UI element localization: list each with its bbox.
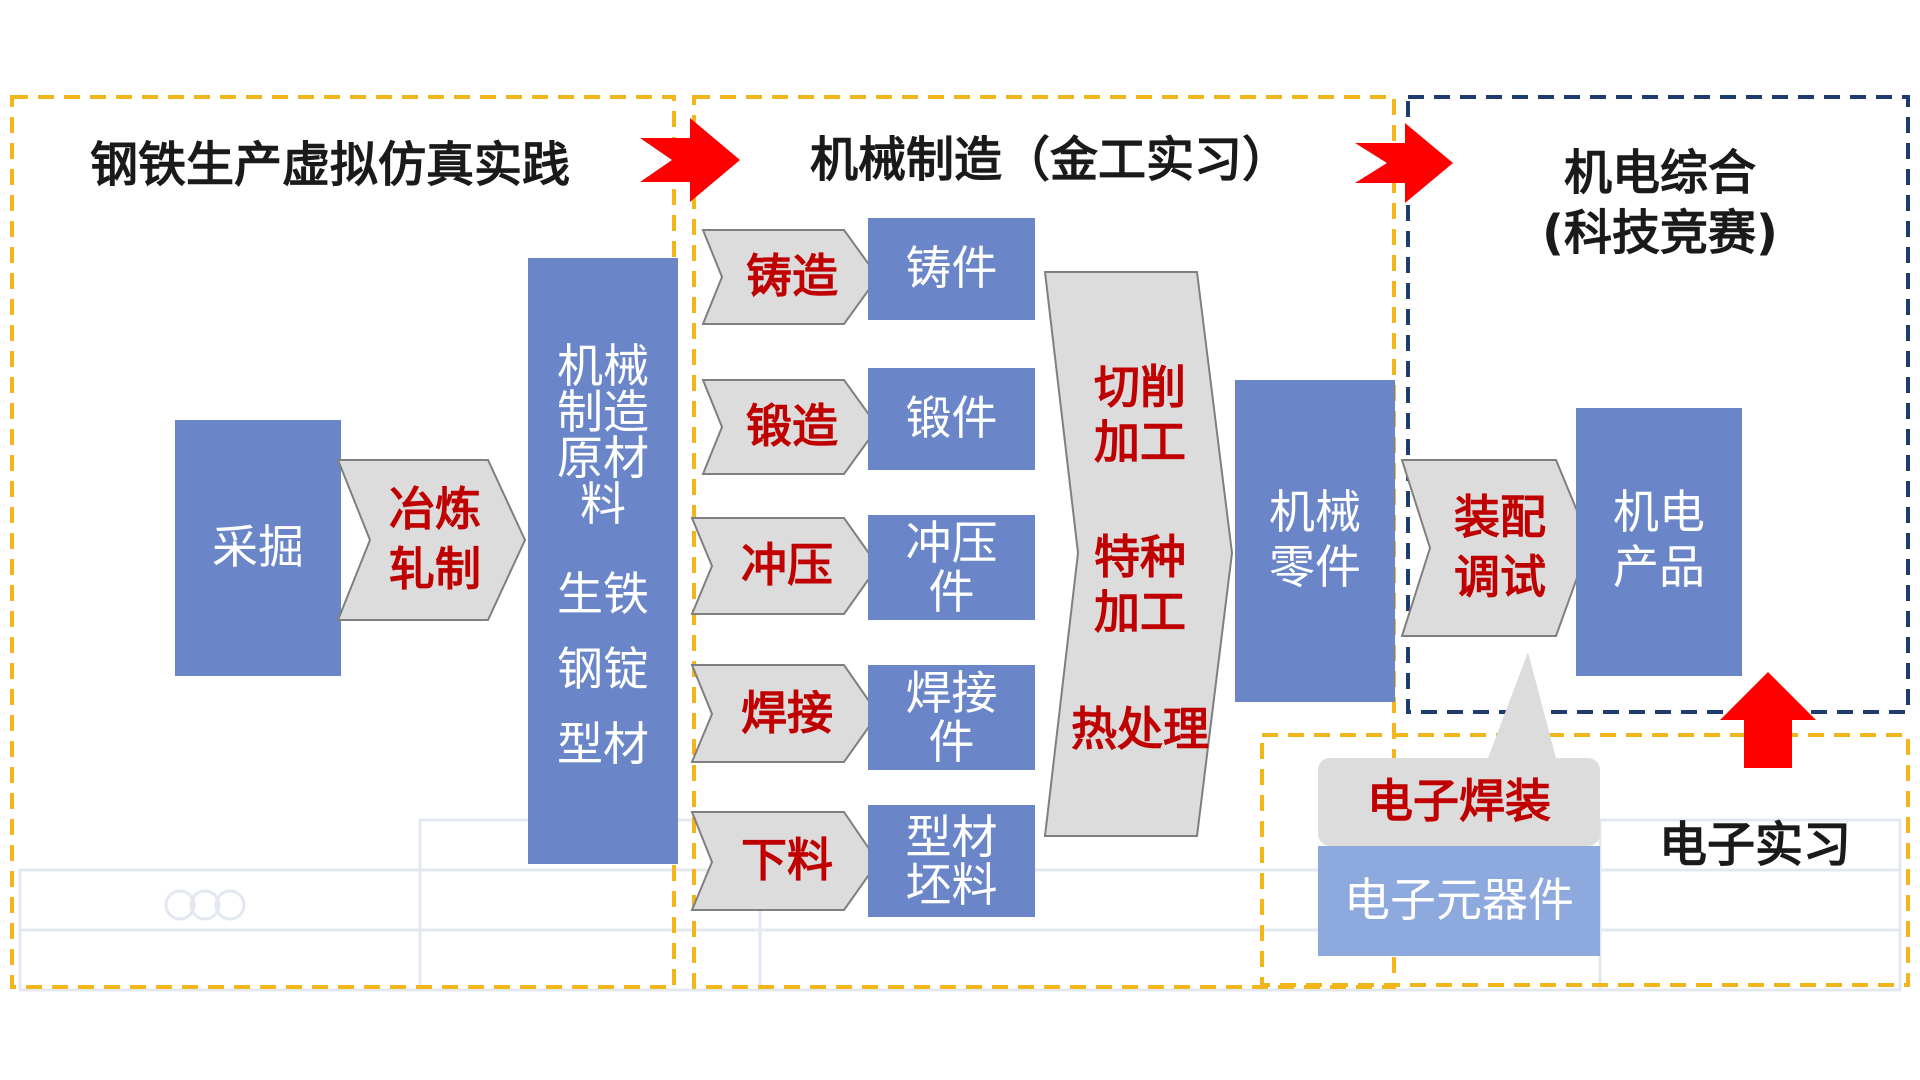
process-row-stamping [690,515,1035,620]
process-row-blanking [690,805,1035,917]
mining-box [175,420,341,676]
process-row-welding [690,664,1035,770]
electronic-section-frame [1260,733,1910,987]
mechatronics-section-frame [1406,95,1910,714]
process-row-forging [701,368,1035,475]
electronic-welding-box [1318,758,1600,846]
arrow-right-icon [1355,123,1453,203]
assembly-chevron [1400,459,1592,637]
raw-material-box [528,258,678,864]
machining-chevron [1043,271,1234,837]
components-box [1318,846,1600,956]
arrow-up-icon [1720,672,1816,768]
smelting-chevron [336,459,527,621]
callout-pointer [1488,652,1556,758]
product-box [1576,408,1742,676]
parts-box [1235,380,1395,702]
arrow-right-icon [640,118,740,202]
process-row-casting [701,218,1035,325]
